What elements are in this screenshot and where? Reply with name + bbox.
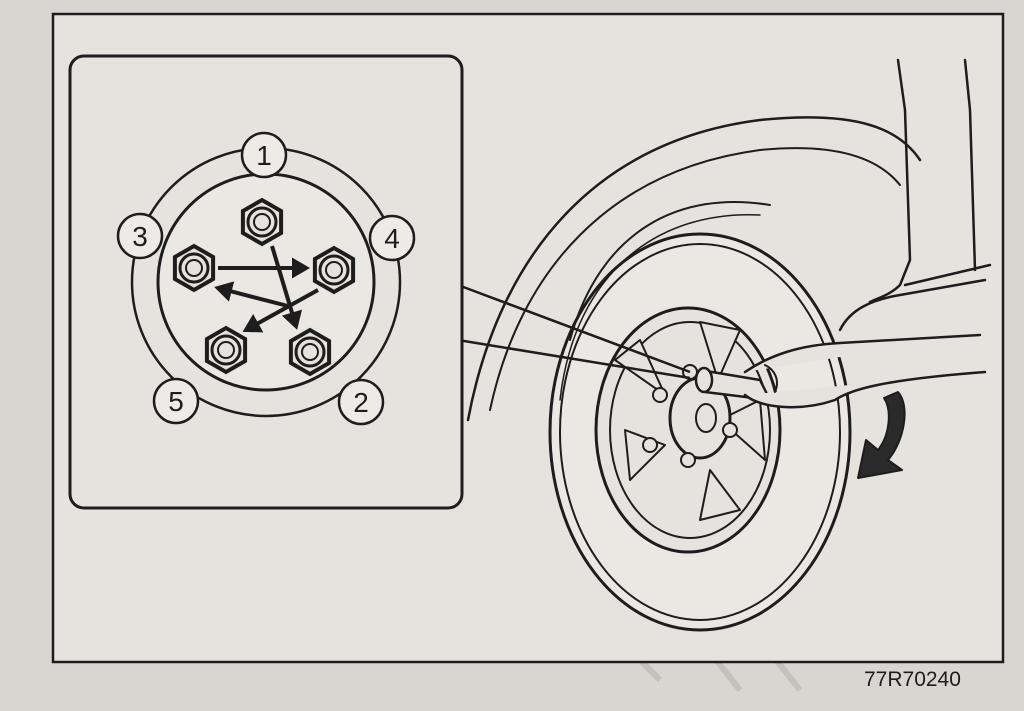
order-badge: 4 (368, 214, 416, 262)
lug-nut (172, 243, 216, 293)
car-wheel-illustration (466, 58, 992, 632)
order-badge: 3 (116, 212, 164, 260)
order-badge-label: 2 (353, 387, 369, 418)
order-badge: 2 (337, 378, 385, 426)
lug-nut (312, 245, 356, 295)
lug-nut (288, 327, 332, 377)
order-badge-label: 5 (168, 386, 184, 417)
order-badge-label: 4 (384, 223, 400, 254)
turn-direction-arrow (857, 391, 906, 479)
lug-nut (204, 325, 248, 375)
lug-nuts (172, 197, 356, 377)
sequence-arrow (242, 288, 319, 333)
fender-outline (466, 116, 922, 422)
order-badge: 1 (240, 131, 288, 179)
sequence-arrow (270, 245, 303, 330)
figure-code: 77R70240 (864, 668, 961, 691)
sequence-arrow (218, 257, 310, 279)
order-badge-label: 1 (256, 140, 272, 171)
order-badges: 1 2 3 4 5 (116, 131, 416, 426)
lug-nut (240, 197, 284, 247)
hand (743, 333, 987, 409)
sequence-arrows (214, 245, 319, 333)
order-badge-label: 3 (132, 221, 148, 252)
callout-pointer (457, 283, 691, 380)
sequence-arrow (214, 281, 289, 308)
order-badge: 5 (152, 377, 200, 425)
